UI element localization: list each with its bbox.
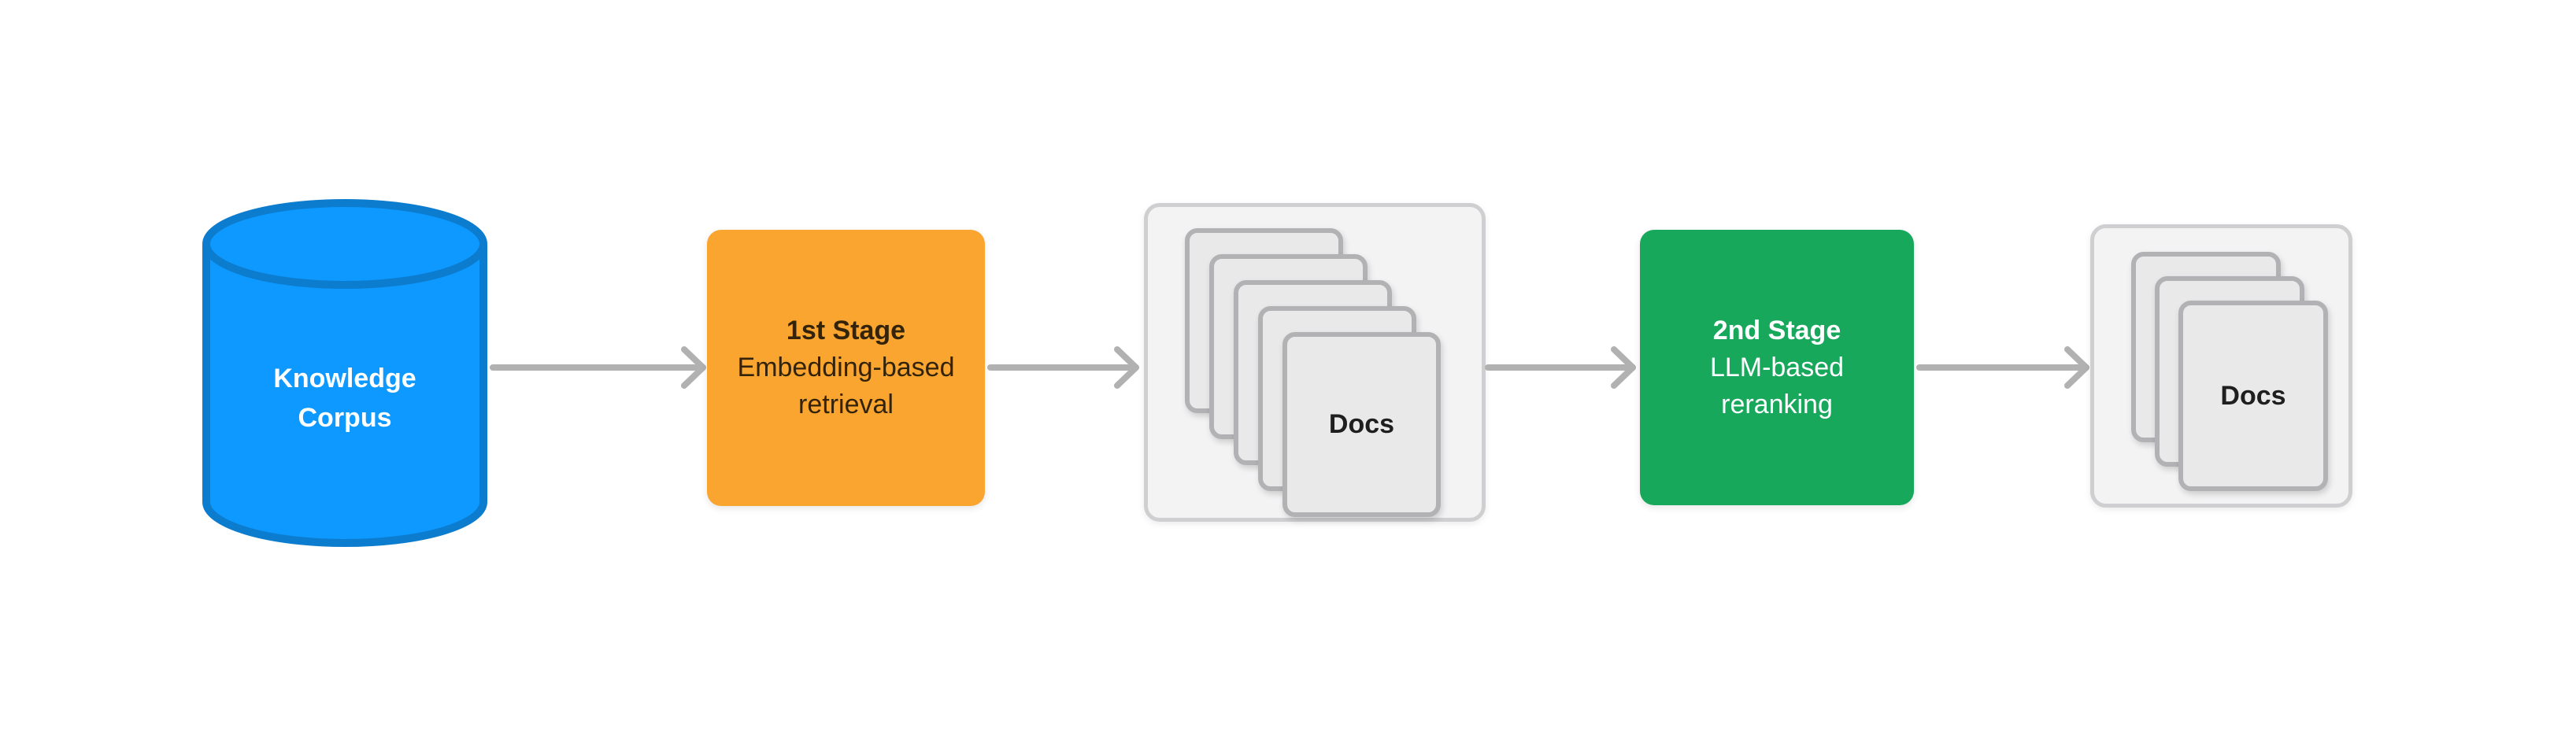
reranked-docs-label: Docs [2220, 380, 2286, 411]
stage1-title: 1st Stage [786, 316, 906, 345]
stage2-subtitle-line2: reranking [1721, 389, 1833, 419]
stage1-subtitle-line2: retrieval [798, 390, 894, 419]
retrieved-docs-panel: Docs [1144, 203, 1486, 522]
stage1-subtitle-line1: Embedding-based [737, 353, 955, 382]
knowledge-corpus-node: Knowledge Corpus [202, 199, 487, 547]
doc-card-front: Docs [1282, 332, 1441, 517]
arrow-corpus-to-stage1 [490, 346, 706, 389]
stage2-subtitle-line1: LLM-based [1709, 352, 1845, 382]
arrow-stage2-to-docs [1916, 346, 2089, 389]
doc-card-front: Docs [2178, 301, 2328, 491]
knowledge-corpus-label-line2: Corpus [298, 403, 392, 433]
knowledge-corpus-label: Knowledge Corpus [202, 199, 487, 547]
knowledge-corpus-label-line1: Knowledge [273, 364, 416, 393]
stage2-title: 2nd Stage [1712, 315, 1841, 345]
arrow-stage1-to-docs [987, 346, 1139, 389]
retrieved-docs-label: Docs [1328, 409, 1395, 439]
stage1-box: 1st Stage Embedding-based retrieval [707, 230, 985, 506]
database-cylinder-icon [202, 199, 487, 547]
arrow-docs-to-stage2 [1485, 346, 1636, 389]
stage2-box: 2nd Stage LLM-based reranking [1640, 230, 1914, 505]
reranked-docs-panel: Docs [2090, 224, 2352, 508]
